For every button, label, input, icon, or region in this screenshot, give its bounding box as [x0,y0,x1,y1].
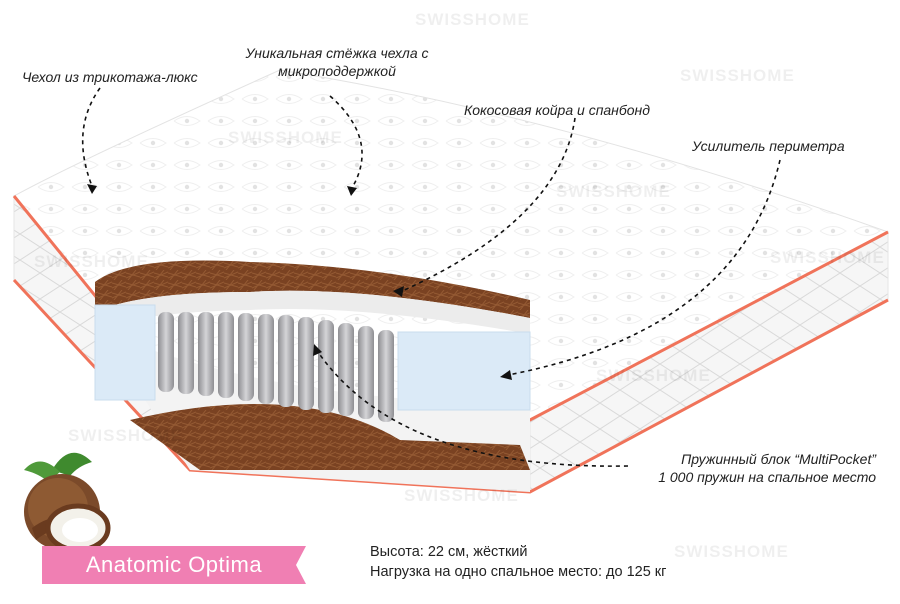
watermark: SWISSHOME [674,542,789,561]
spec-height: Высота: 22 см, жёсткий [370,544,528,560]
callout-arrows [81,87,781,467]
callout-coir: Кокосовая койра и спанбонд [464,102,650,118]
watermark: SWISSHOME [404,486,519,505]
callout-cover: Чехол из трикотажа-люкс [22,69,198,85]
callout-stitch: Уникальная стёжка чехла с микроподдержко… [232,44,442,80]
callout-springs: Пружинный блок “MultiPocket” 1 000 пружи… [600,450,876,486]
watermark: SWISSHOME [770,248,885,267]
left-foam-block [94,304,156,401]
arrow-springs [317,351,629,467]
spec-load: Нагрузка на одно спальное место: до 125 … [370,564,667,580]
product-banner-shape [42,546,306,584]
right-foam-block [397,331,531,411]
pocket-spring-block [158,312,394,422]
bottom-coir-layer [130,404,530,470]
callout-stitch-line2: микроподдержкой [278,63,396,79]
coconut-image [24,452,111,553]
product-name: Anatomic Optima [85,552,263,577]
arrow-cover [81,87,101,187]
watermark: SWISSHOME [34,252,149,271]
product-banner: Anatomic Optima [42,546,306,584]
arrow-heads [87,184,512,380]
specs-block: Высота: 22 см, жёсткий Нагрузка на одно … [370,542,666,582]
watermark: SWISSHOME [68,426,183,445]
watermark: SWISSHOME [228,128,343,147]
callout-springs-line1: Пружинный блок “MultiPocket” [681,451,876,467]
callout-springs-line2: 1 000 пружин на спальное место [658,469,876,485]
callout-stitch-line1: Уникальная стёжка чехла с [245,45,429,61]
arrow-coir [399,117,576,293]
top-coir-layer [95,260,530,318]
watermark: SWISSHOME [415,10,530,29]
watermark: SWISSHOME [556,182,671,201]
watermark: SWISSHOME [680,66,795,85]
callout-perimeter: Усилитель периметра [692,138,845,154]
watermark: SWISSHOME [596,366,711,385]
